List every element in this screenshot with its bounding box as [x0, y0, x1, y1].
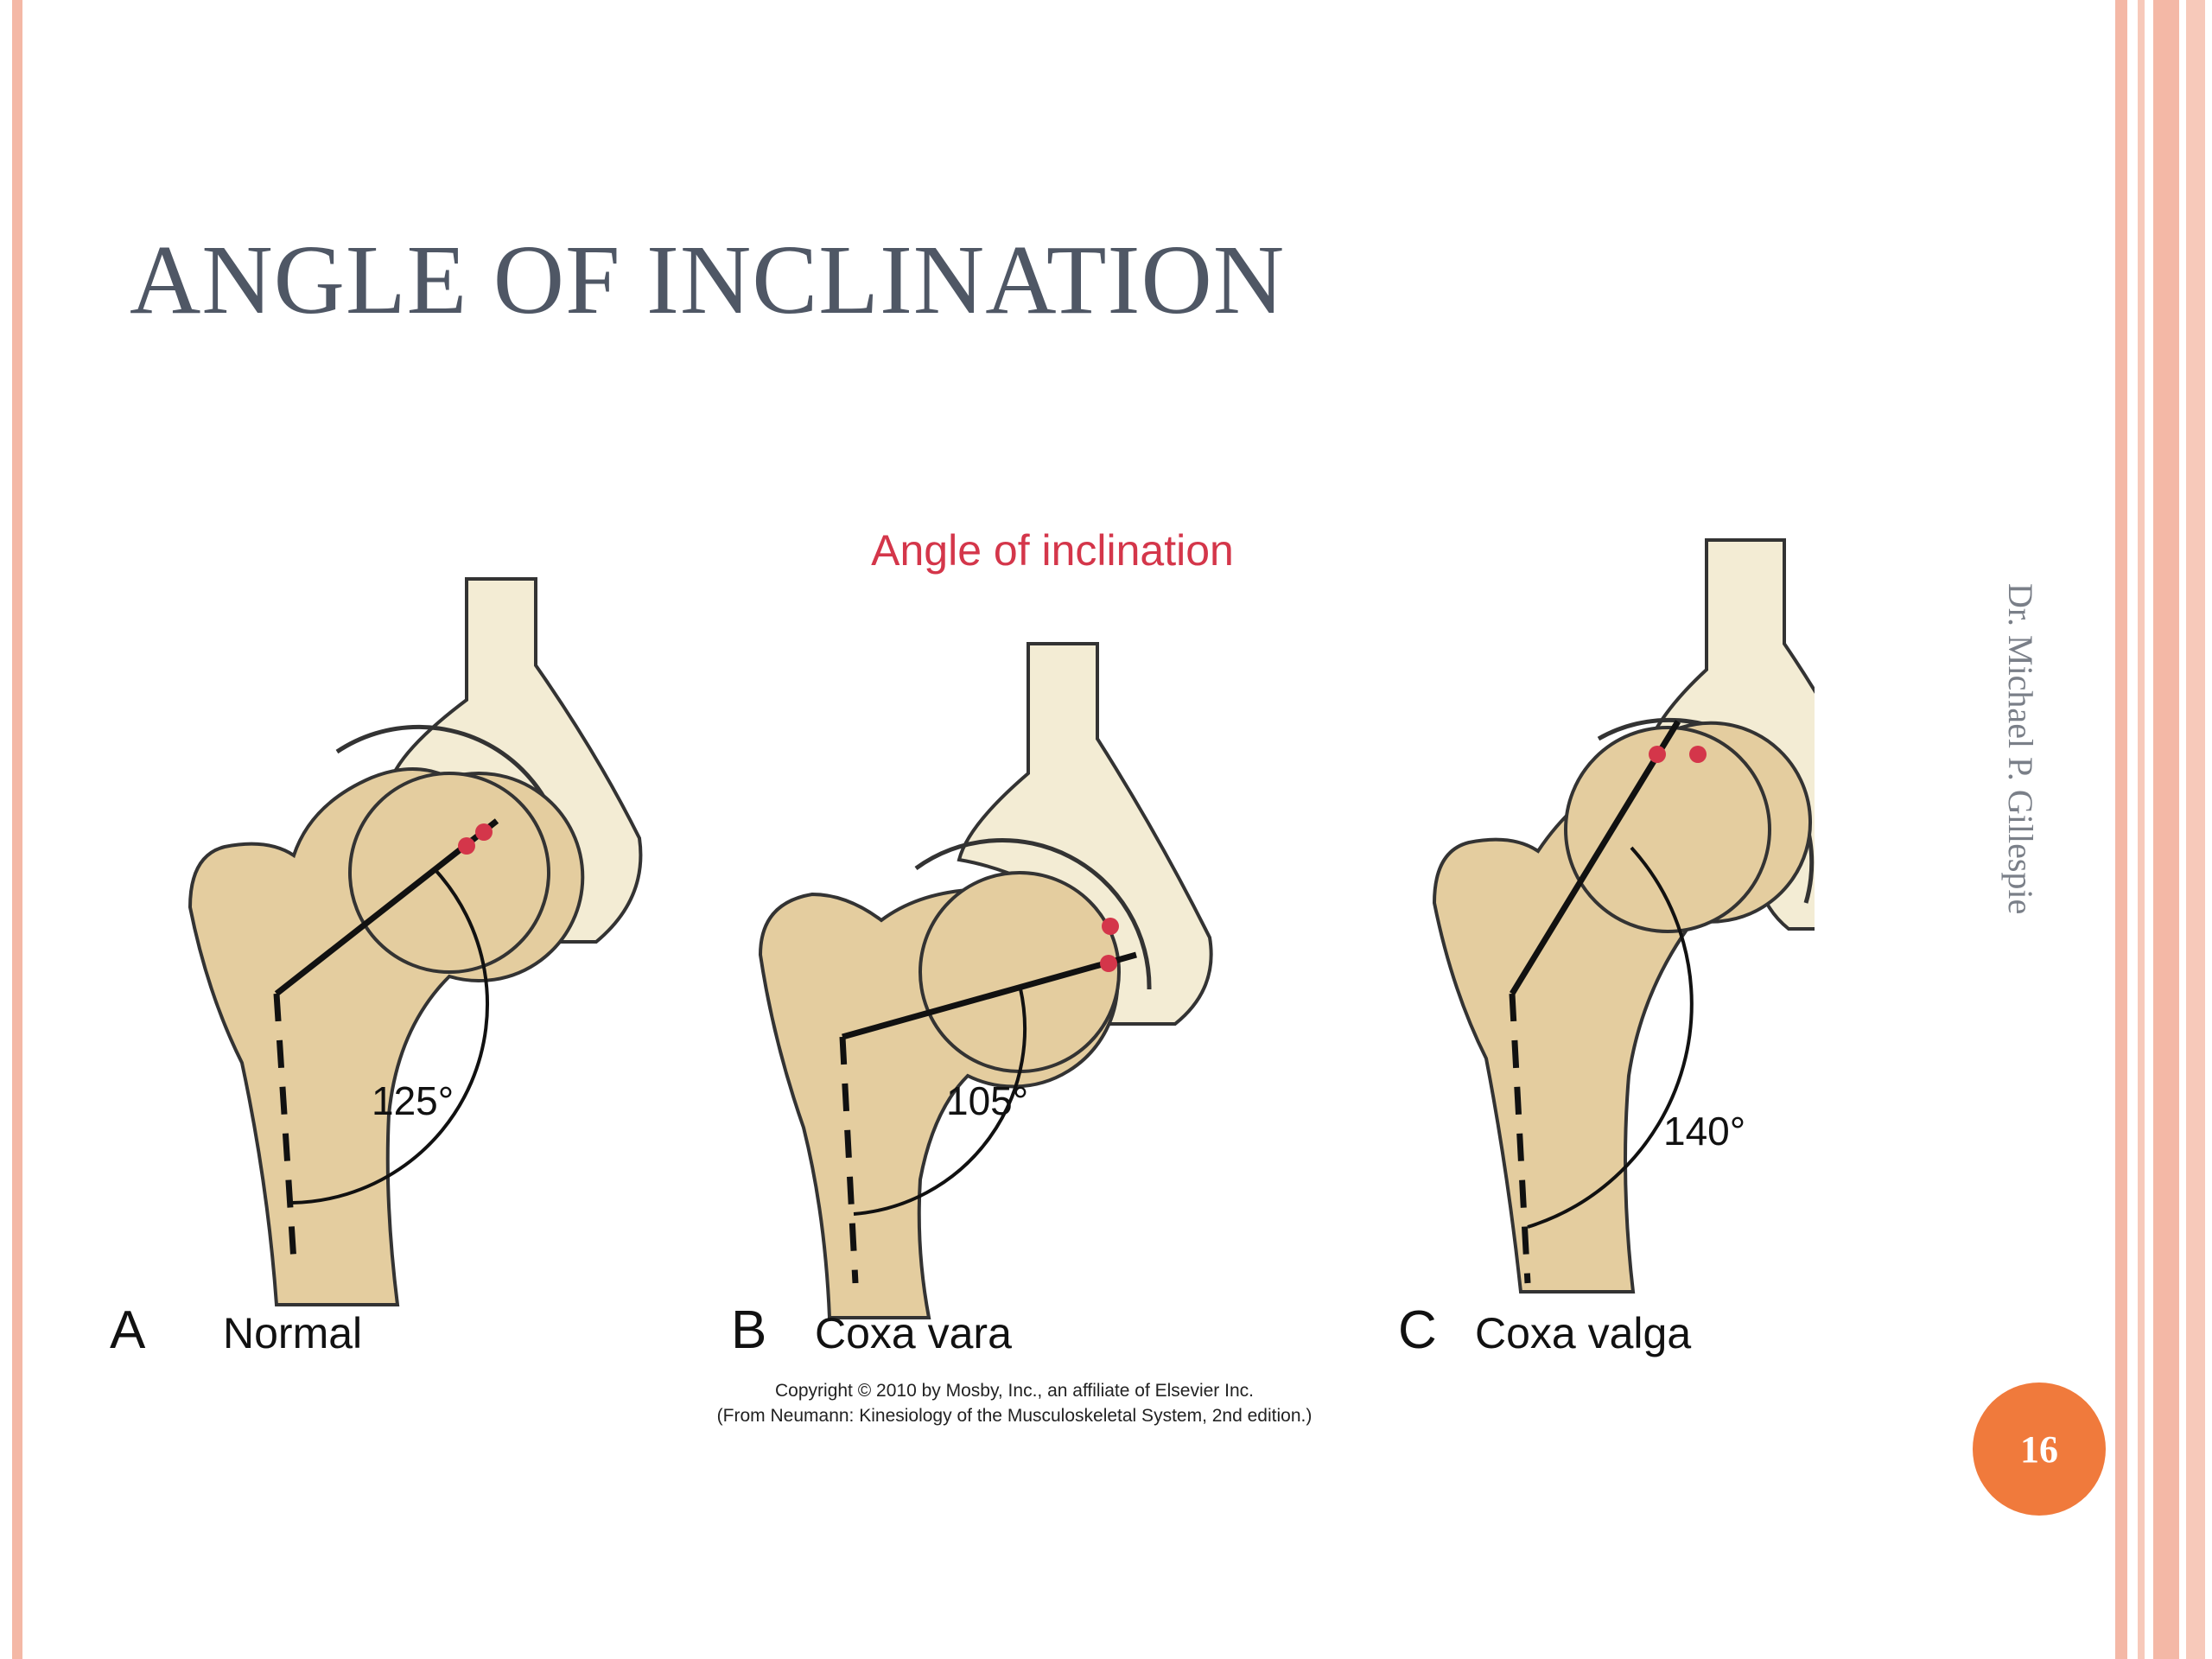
- femoral-head: [1564, 726, 1771, 933]
- shaft-axis: [839, 1036, 859, 1284]
- panel-caption: Coxa vara: [815, 1309, 1012, 1357]
- shaft-axis: [1509, 993, 1531, 1284]
- red-marker: [458, 837, 475, 855]
- angle-label: 140°: [1663, 1109, 1745, 1154]
- neck-axis: [842, 951, 1137, 1040]
- panel-letter: A: [110, 1300, 146, 1360]
- page-number: 16: [2020, 1427, 2058, 1471]
- angle-arc: [291, 868, 489, 1205]
- inclination-figure: Angle of inclination 125° 105°: [110, 526, 1815, 1426]
- slide-title: ANGLE OF INCLINATION: [130, 225, 1286, 334]
- angle-arc: [853, 984, 1027, 1216]
- panel-caption: Normal: [223, 1309, 362, 1357]
- copyright-line-1: Copyright © 2010 by Mosby, Inc., an affi…: [775, 1381, 1254, 1401]
- red-marker: [1102, 918, 1119, 935]
- joint-capsule: [914, 837, 1152, 990]
- neck-axis: [1510, 720, 1681, 995]
- right-border-stripe-1: [2115, 0, 2127, 1659]
- panel-coxa-valga: 140°: [1432, 538, 1815, 1294]
- red-marker: [475, 823, 493, 841]
- angle-label: 105°: [946, 1078, 1028, 1123]
- femoral-head: [348, 772, 550, 974]
- red-marker: [1100, 955, 1117, 972]
- panel-normal: 125°: [188, 577, 643, 1306]
- red-marker: [1689, 746, 1707, 763]
- page-number-badge: 16: [1973, 1382, 2106, 1516]
- right-border-stripe-2: [2138, 0, 2145, 1659]
- angle-arc: [1527, 846, 1694, 1229]
- panel-coxa-vara: 105°: [758, 642, 1213, 1319]
- left-border-stripe: [12, 0, 22, 1659]
- right-border-stripe-4: [2186, 0, 2205, 1659]
- femoral-head: [918, 871, 1121, 1073]
- figure-title: Angle of inclination: [871, 526, 1234, 575]
- author-credit: Dr. Michael P. Gillespie: [2001, 583, 2040, 915]
- panel-letter: B: [731, 1300, 766, 1360]
- angle-label: 125°: [372, 1078, 454, 1123]
- panel-letter: C: [1398, 1300, 1437, 1360]
- copyright-line-2: (From Neumann: Kinesiology of the Muscul…: [717, 1406, 1313, 1426]
- panel-caption: Coxa valga: [1475, 1309, 1691, 1357]
- red-marker: [1649, 746, 1666, 763]
- right-border-stripe-3: [2153, 0, 2179, 1659]
